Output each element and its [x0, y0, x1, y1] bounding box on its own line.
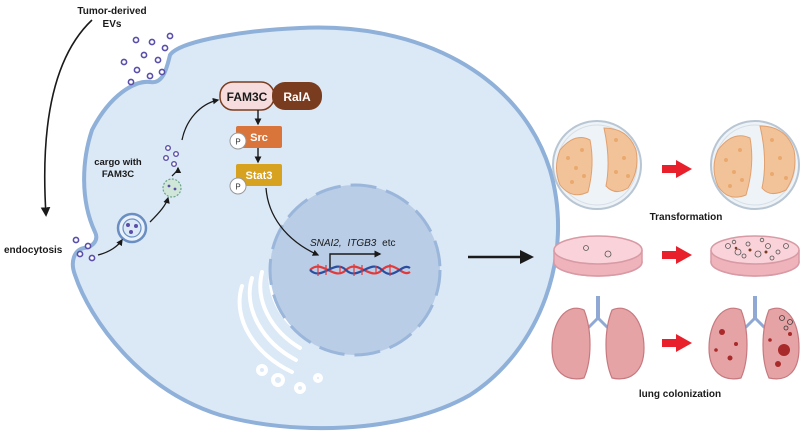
dish-fam3c-colonies [710, 120, 800, 210]
fam3c-box: FAM3C [219, 81, 275, 111]
cargo-vesicle [162, 178, 182, 198]
red-arrow-lung [662, 334, 692, 352]
fam3c-label: FAM3C [227, 90, 268, 104]
tumor-evs-label-line2: EVs [103, 19, 122, 30]
endosome [116, 212, 148, 244]
red-arrow-transformation [662, 160, 692, 178]
endocytosis-label: endocytosis [4, 245, 63, 256]
phospho-src: P [229, 132, 247, 150]
stat3-box: Stat3 [236, 164, 282, 186]
itgb3-label: ITGB3 [347, 238, 376, 249]
src-box: Src [236, 126, 282, 148]
endocytosis-arrow [40, 19, 93, 217]
etc-label: etc [382, 238, 395, 249]
endocytosis-evs [72, 236, 96, 262]
released-cargo-dots [162, 144, 179, 167]
phospho-src-label: P [235, 138, 240, 147]
lung-colonization-label: lung colonization [639, 389, 721, 400]
dish-control-colonies [552, 120, 642, 210]
dish-pink-fam3c [710, 235, 800, 277]
stat3-label: Stat3 [246, 170, 273, 182]
stat3-to-nucleus-arrow [265, 187, 320, 256]
rala-box: RalA [272, 82, 322, 110]
cargo-pathway-arrows [97, 97, 220, 256]
cargo-label-line1: cargo with [94, 157, 142, 168]
dish-pink-control [553, 235, 643, 277]
dna-helix [309, 264, 411, 276]
snai2-label: SNAI2, [310, 238, 342, 249]
transformation-label: Transformation [650, 212, 723, 223]
phospho-stat3-label: P [235, 183, 240, 192]
extracellular-evs [120, 32, 174, 86]
src-label: Src [250, 132, 268, 144]
cargo-label-line2: FAM3C [102, 169, 134, 180]
transcription-arrow [329, 250, 382, 268]
lungs-control [551, 296, 645, 380]
gene-labels: SNAI2, ITGB3 etc [310, 238, 396, 249]
phospho-stat3: P [229, 177, 247, 195]
lungs-metastasis [708, 296, 800, 380]
outcome-arrow [468, 250, 534, 264]
nucleus [268, 183, 442, 357]
rala-label: RalA [283, 90, 311, 104]
red-arrow-soft-agar [662, 246, 692, 264]
tumor-evs-label-line1: Tumor-derived [77, 6, 146, 17]
